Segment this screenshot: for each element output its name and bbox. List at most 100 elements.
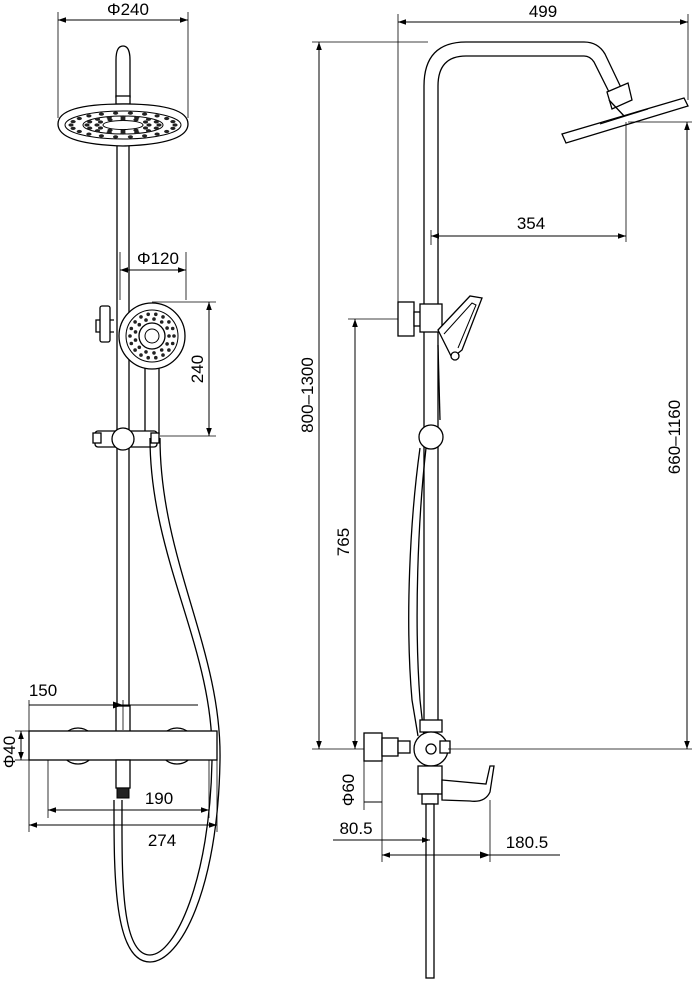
dim-valve-center-text: 150 — [29, 681, 57, 700]
nozzle-dot — [133, 118, 139, 122]
dim-valve-center: 150 — [28, 681, 198, 731]
nozzle-dot — [167, 348, 171, 352]
nozzle-dot — [94, 129, 101, 133]
dim-knob-offset-text: 80.5 — [339, 819, 372, 838]
nozzle-dot — [76, 129, 82, 134]
nozzle-dot — [159, 348, 164, 352]
nozzle-dot — [86, 114, 92, 118]
front-head-nozzles — [68, 111, 178, 139]
side-spout — [441, 765, 495, 802]
nozzle-dot — [142, 126, 149, 130]
dim-head-height: 660–1160 — [448, 121, 692, 750]
nozzle-dot — [94, 117, 101, 121]
dim-hand-diameter-text: Φ120 — [137, 249, 179, 268]
nozzle-dot — [144, 318, 148, 322]
nozzle-dot — [97, 126, 104, 130]
nozzle-dot — [127, 111, 133, 115]
nozzle-dot — [84, 123, 90, 127]
nozzle-dot — [98, 112, 104, 116]
side-view: 499 354 800–1300 660–1160 765 — [298, 2, 692, 979]
dim-valve-height: Φ40 — [0, 730, 29, 768]
nozzle-dot — [154, 114, 160, 118]
side-valve-body — [363, 719, 451, 805]
side-overhead-shower-head — [561, 82, 689, 144]
nozzle-dot — [133, 330, 138, 334]
dim-arm-width: 499 — [397, 2, 689, 304]
nozzle-dot — [153, 120, 159, 124]
dim-head-diameter: Φ240 — [57, 0, 189, 118]
front-view: Φ240 Φ120 240 150 190 — [0, 0, 221, 963]
nozzle-dot — [146, 123, 152, 127]
nozzle-dot — [113, 135, 119, 139]
nozzle-dot — [98, 134, 104, 138]
dim-valve-width-text: 274 — [148, 831, 176, 850]
nozzle-dot — [164, 116, 170, 121]
dim-knob-offset: 80.5 — [333, 810, 430, 862]
nozzle-dot — [154, 355, 158, 360]
nozzle-dot — [129, 326, 134, 331]
nozzle-dot — [133, 128, 139, 132]
nozzle-dot — [152, 351, 156, 355]
nozzle-dot — [167, 320, 171, 324]
nozzle-dot — [70, 120, 76, 124]
dim-hand-diameter: Φ120 — [119, 249, 187, 300]
side-hose — [408, 447, 427, 737]
dim-handle-spacing: 190 — [47, 760, 210, 818]
dim-hand-height: 240 — [152, 301, 216, 437]
side-riser-pipe — [423, 41, 626, 720]
nozzle-dot — [167, 334, 171, 338]
nozzle-dot — [129, 341, 134, 346]
side-upper-knob — [397, 301, 443, 337]
dim-valve-height-text: Φ40 — [0, 736, 19, 768]
nozzle-dot — [113, 111, 119, 115]
dim-arm-reach-text: 354 — [517, 214, 545, 233]
side-holder-knob — [418, 424, 444, 450]
nozzle-dot — [133, 320, 137, 324]
dim-head-height-text: 660–1160 — [665, 400, 684, 474]
nozzle-dot — [142, 134, 148, 138]
nozzle-dot — [76, 116, 82, 121]
nozzle-dot — [139, 353, 143, 357]
nozzle-dot — [161, 315, 165, 319]
nozzle-dot — [170, 326, 175, 331]
dim-spout-length-text: 180.5 — [506, 833, 549, 852]
dim-total-height-text: 800–1300 — [298, 357, 317, 433]
nozzle-dot — [154, 132, 160, 136]
nozzle-dot — [165, 342, 169, 346]
nozzle-dot — [70, 126, 76, 130]
dim-holder-height: 765 — [334, 318, 398, 749]
dim-arm-reach: 354 — [430, 122, 627, 245]
dim-arm-width-text: 499 — [529, 2, 557, 21]
front-hose — [113, 437, 221, 963]
nozzle-dot — [170, 126, 176, 130]
dim-hand-height-text: 240 — [188, 355, 207, 383]
side-hand-shower — [437, 295, 483, 421]
nozzle-dot — [128, 334, 132, 338]
front-hand-nozzles — [128, 312, 176, 360]
nozzle-dot — [86, 132, 92, 136]
nozzle-dot — [146, 355, 150, 360]
dim-total-height: 800–1300 — [298, 41, 428, 750]
nozzle-dot — [165, 326, 169, 330]
nozzle-dot — [133, 338, 138, 342]
nozzle-dot — [133, 348, 137, 352]
nozzle-dot — [153, 126, 159, 130]
nozzle-dot — [94, 123, 100, 127]
nozzle-dot — [120, 129, 126, 133]
nozzle-dot — [170, 120, 176, 124]
nozzle-dot — [145, 129, 152, 133]
nozzle-dot — [159, 320, 164, 324]
nozzle-dot — [137, 345, 142, 350]
dim-valve-width: 274 — [28, 760, 218, 850]
nozzle-dot — [156, 123, 162, 127]
nozzle-dot — [97, 120, 104, 124]
nozzle-dot — [127, 135, 133, 139]
nozzle-dot — [87, 126, 93, 130]
nozzle-dot — [154, 312, 158, 317]
nozzle-dot — [170, 341, 175, 346]
nozzle-dot — [172, 334, 176, 338]
nozzle-dot — [172, 123, 178, 127]
nozzle-dot — [161, 353, 165, 357]
nozzle-dot — [137, 322, 142, 327]
nozzle-dot — [120, 117, 126, 121]
